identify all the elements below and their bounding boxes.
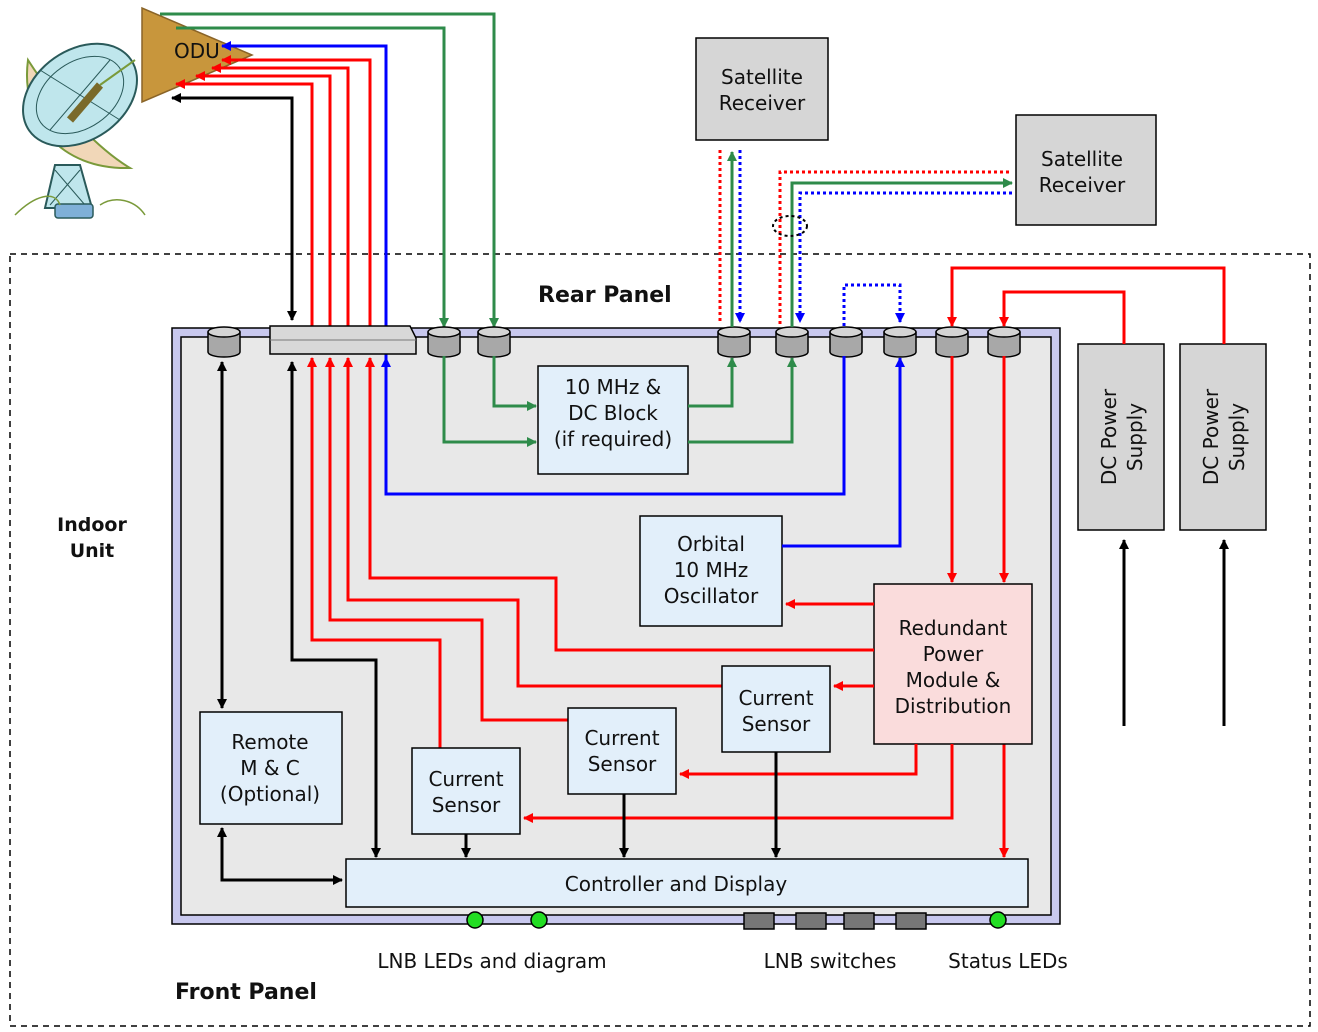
status-led — [989, 911, 1007, 929]
oscillator-line-3: Oscillator — [664, 584, 759, 608]
lnb-switch-3 — [843, 912, 875, 930]
current-sensor-2 — [567, 707, 677, 795]
psu-2-line-2: Supply — [1225, 403, 1249, 471]
rear-connector — [935, 326, 969, 358]
rx2-red-dotted — [778, 170, 1010, 324]
rear-connectors — [207, 326, 1021, 358]
odu-blue-line — [221, 41, 388, 366]
oscillator-line-1: Orbital — [677, 532, 745, 556]
current-sensor-1 — [411, 747, 521, 835]
dc-power-supply-2 — [1179, 343, 1267, 531]
sensor-2-line-2: Sensor — [588, 752, 657, 776]
odu-green-line-1 — [160, 12, 499, 328]
odu-control-line — [171, 93, 297, 321]
indoor-unit-title-line-1: Indoor — [57, 514, 127, 536]
receiver-1-line-1: Satellite — [721, 65, 803, 89]
lnb-led-2 — [530, 911, 548, 929]
oscillator-line-2: 10 MHz — [674, 558, 749, 582]
sensor-1-line-1: Current — [428, 767, 503, 791]
rear-connector — [883, 326, 917, 358]
satellite-dish-icon — [14, 42, 146, 219]
orbital-oscillator — [639, 515, 783, 627]
controller-to-odu-control — [287, 361, 381, 858]
status-leds-label: Status LEDs — [948, 949, 1068, 973]
remote-mc-controller-link — [217, 827, 343, 885]
controller-and-display — [345, 858, 1029, 908]
receiver-2-line-1: Satellite — [1041, 147, 1123, 171]
sensor-2-line-1: Current — [584, 726, 659, 750]
psu-1-line-2: Supply — [1123, 403, 1147, 471]
rear-connector — [717, 326, 751, 358]
rear-connector — [987, 326, 1021, 358]
lnb-switch-2 — [795, 912, 827, 930]
dc-block-line-1: 10 MHz & — [565, 375, 662, 399]
receiver-2-line-2: Receiver — [1039, 173, 1126, 197]
sensor-1-line-2: Sensor — [432, 793, 501, 817]
satellite-receiver-2 — [1015, 114, 1157, 226]
rear-connector — [775, 326, 809, 358]
odu-red-line-3 — [195, 71, 332, 327]
reference-to-odu — [381, 356, 846, 496]
odu-label: ODU — [174, 39, 220, 63]
dc-block-line-2: DC Block — [568, 401, 658, 425]
cable-bundle-marker — [772, 215, 808, 237]
dc-block-out-2 — [688, 357, 797, 444]
sensor-3-line-1: Current — [738, 686, 813, 710]
odu-red-line-4 — [175, 79, 314, 327]
rear-connector — [829, 326, 863, 358]
power-module-line-2: Power — [923, 642, 984, 666]
rear-connector — [427, 326, 461, 358]
power-module-line-4: Distribution — [895, 694, 1012, 718]
lnb-switch-1 — [743, 912, 775, 930]
oscillator-loop-dotted — [842, 283, 905, 326]
dc-block — [537, 365, 689, 475]
remote-mc-line-2: M & C — [240, 756, 300, 780]
front-panel-title: Front Panel — [175, 980, 317, 1005]
sensor-3-line-2: Sensor — [742, 712, 811, 736]
power-to-sensor-1 — [523, 744, 954, 823]
satellite-receiver-1 — [695, 37, 829, 141]
oscillator-output — [782, 357, 905, 548]
psu-1-output — [999, 290, 1126, 344]
remote-mc-line-1: Remote — [231, 730, 308, 754]
psu-1-line-1: DC Power — [1097, 388, 1121, 485]
remote-mc-line-3: (Optional) — [220, 782, 320, 806]
odu-green-line-2 — [176, 26, 449, 328]
odu-red-line-1 — [221, 55, 372, 327]
indoor-unit-boundary — [9, 253, 1311, 1027]
psu-2-output — [947, 266, 1226, 344]
rear-connector — [477, 326, 511, 358]
rear-connector — [207, 326, 241, 358]
rx2-blue-dotted — [795, 191, 1012, 323]
power-to-sensor-2 — [679, 744, 918, 779]
redundant-power-module — [873, 583, 1033, 745]
remote-mc — [199, 711, 343, 825]
dc-block-in-1 — [492, 356, 537, 411]
lnb-switch-4 — [895, 912, 927, 930]
rear-panel-title: Rear Panel — [538, 283, 672, 308]
lnb-switches-label: LNB switches — [764, 949, 897, 973]
power-module-line-3: Module & — [906, 668, 1001, 692]
power-module-line-1: Redundant — [899, 616, 1008, 640]
controller-label: Controller and Display — [565, 872, 788, 896]
dc-block-out-1 — [688, 357, 737, 408]
lnb-led-1 — [466, 911, 484, 929]
indoor-unit-title-line-2: Unit — [70, 540, 115, 562]
odu-red-line-2 — [211, 63, 350, 327]
dc-block-line-3: (if required) — [554, 427, 672, 451]
dc-power-supply-1 — [1077, 343, 1165, 531]
current-sensor-3 — [721, 665, 831, 753]
rx2-green-line — [790, 178, 1013, 327]
receiver-1-line-2: Receiver — [719, 91, 806, 115]
lnb-leds-label: LNB LEDs and diagram — [377, 949, 606, 973]
dc-block-in-2 — [442, 356, 537, 447]
psu-2-line-1: DC Power — [1199, 388, 1223, 485]
